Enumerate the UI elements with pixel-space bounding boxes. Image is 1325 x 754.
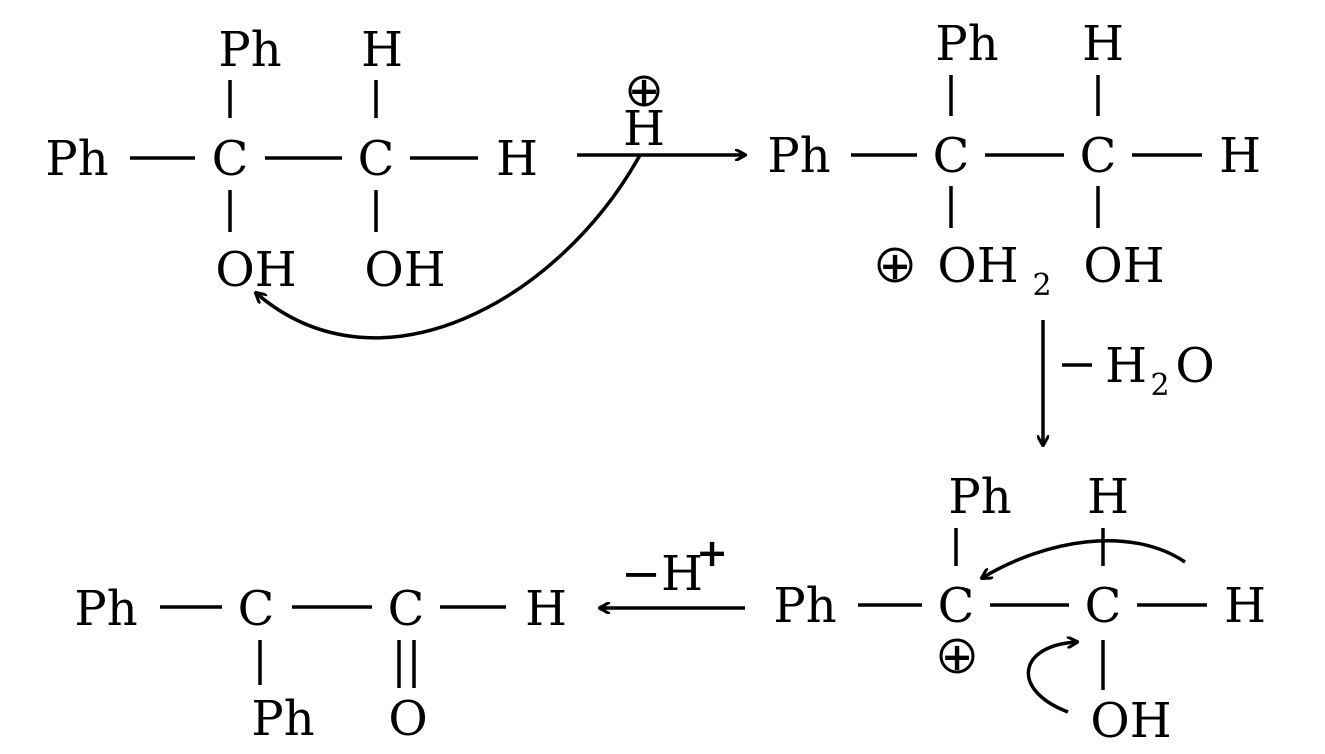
curved-arrow-proton-attack [256,154,642,340]
reagent-proton: H [623,101,665,157]
step-dehydration: H 2 O [1043,320,1215,445]
atom-c1: C [212,131,249,187]
structure-diol: Ph H Ph C C H OH OH [45,22,538,298]
structure-carbocation: Ph H Ph C C H + OH [773,469,1266,749]
atom-oh-3: OH [1083,238,1164,294]
atom-oh2: OH [937,238,1018,294]
structure-aldehyde: Ph C C H Ph O [74,581,567,747]
atom-c5: C [938,578,975,634]
charge-plus: + [628,69,660,113]
structure-protonated: Ph H Ph C C H + OH 2 OH [767,16,1261,303]
atom-c2: C [358,131,395,187]
atom-h-top-4: H [1082,16,1124,72]
atom-c3: C [933,128,970,184]
atom-ph-left-4: Ph [74,581,137,637]
atom-oh-1: OH [215,242,296,298]
atom-oh-4: OH [1090,693,1171,749]
step-deprotonation: −H + [600,531,745,608]
atom-ph-left: Ph [45,131,108,187]
curved-arrow-lone-pair [1026,642,1077,714]
atom-h-right-4: H [525,581,567,637]
atom-h-right-2: H [1219,128,1261,184]
curved-arrow-hydride-shift [982,539,1186,578]
subscript-2: 2 [1032,268,1051,303]
atom-ph-top-1: Ph [218,22,281,78]
atom-c8: C [388,581,425,637]
charge-plus: + [941,635,973,679]
superscript-plus: + [696,531,728,575]
atom-h-top-2: H [361,22,403,78]
atom-ph-left-3: Ph [773,578,836,634]
reagent-o: O [1175,338,1214,394]
reagent-minus-h: −H [621,546,703,602]
atom-h-right: H [496,131,538,187]
positive-charge-icon [628,75,660,107]
atom-ph-top-5: Ph [948,469,1011,525]
atom-ph-top-3: Ph [935,16,998,72]
atom-o-carbonyl: O [388,691,427,747]
atom-ph-bottom: Ph [251,691,314,747]
atom-c6: C [1085,578,1122,634]
atom-h-top-6: H [1087,469,1129,525]
atom-c7: C [238,581,275,637]
positive-charge-icon [877,247,913,283]
reagent-h: H [1105,338,1147,394]
charge-plus: + [879,244,911,288]
subscript-2: 2 [1150,368,1169,403]
atom-ph-left-2: Ph [767,128,830,184]
step-protonation: + H [256,69,745,340]
positive-charge-icon [939,638,975,674]
atom-h-right-3: H [1224,578,1266,634]
atom-oh-2: OH [364,242,445,298]
atom-c4: C [1080,128,1117,184]
